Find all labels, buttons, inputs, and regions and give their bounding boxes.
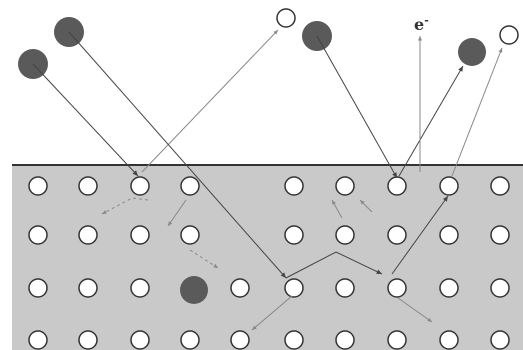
lattice-atom xyxy=(490,176,510,196)
lattice-atom xyxy=(230,330,250,350)
lattice-atom xyxy=(490,225,510,245)
trajectory-recoil-b xyxy=(167,199,187,227)
trajectories xyxy=(32,29,503,331)
lattice-atom xyxy=(284,278,304,298)
lattice-atom xyxy=(335,278,355,298)
reflected-ion xyxy=(458,38,486,66)
lattice-atom xyxy=(284,330,304,350)
lattice-atom xyxy=(78,278,98,298)
trajectory-reflected xyxy=(398,65,464,177)
trajectory-ion2-cascade xyxy=(285,251,383,279)
trajectory-ion2-in xyxy=(68,31,287,279)
lattice-atoms xyxy=(28,176,510,350)
sputtered-atom-2 xyxy=(499,25,519,45)
lattice-atom xyxy=(78,225,98,245)
trajectory-recoil-a xyxy=(101,197,149,215)
lattice-atom xyxy=(284,225,304,245)
implanted-ion xyxy=(180,276,208,304)
trajectory-branch-down xyxy=(251,295,293,331)
sputtered-atom-1 xyxy=(276,8,296,28)
lattice-atom xyxy=(78,330,98,350)
lattice-atom xyxy=(387,278,407,298)
lattice-atom xyxy=(130,225,150,245)
lattice-atom xyxy=(78,176,98,196)
lattice-atom xyxy=(439,330,459,350)
trajectory-sputter-out-1 xyxy=(141,29,279,173)
trajectory-recoil-up xyxy=(391,195,449,275)
lattice-atom xyxy=(28,225,48,245)
lattice-atom xyxy=(230,278,250,298)
lattice-atom xyxy=(28,330,48,350)
lattice-atom xyxy=(490,330,510,350)
lattice-atom xyxy=(439,176,459,196)
lattice-atom xyxy=(387,176,407,196)
lattice-atom xyxy=(439,278,459,298)
trajectory-recoil-right xyxy=(397,297,433,323)
trajectory-ion1-in xyxy=(32,63,139,177)
lattice-atom xyxy=(28,176,48,196)
lattice-atom xyxy=(180,330,200,350)
electron-label: e- xyxy=(414,14,429,34)
lattice-atom xyxy=(284,176,304,196)
lattice-atom xyxy=(130,278,150,298)
trajectory-recoil-d xyxy=(331,199,343,219)
lattice-atom xyxy=(387,225,407,245)
lattice-atom xyxy=(335,225,355,245)
lattice-atom xyxy=(180,225,200,245)
lattice-atom xyxy=(130,330,150,350)
lattice-atom xyxy=(130,176,150,196)
lattice-atom xyxy=(387,330,407,350)
lattice-atom xyxy=(28,278,48,298)
lattice-atom xyxy=(335,330,355,350)
lattice-atom xyxy=(490,278,510,298)
trajectory-sputter-out-2 xyxy=(451,47,503,177)
trajectory-ion3-in xyxy=(316,35,398,179)
lattice-atom xyxy=(180,176,200,196)
trajectory-recoil-e xyxy=(359,199,373,213)
lattice-atom xyxy=(335,176,355,196)
lattice-atom xyxy=(439,225,459,245)
